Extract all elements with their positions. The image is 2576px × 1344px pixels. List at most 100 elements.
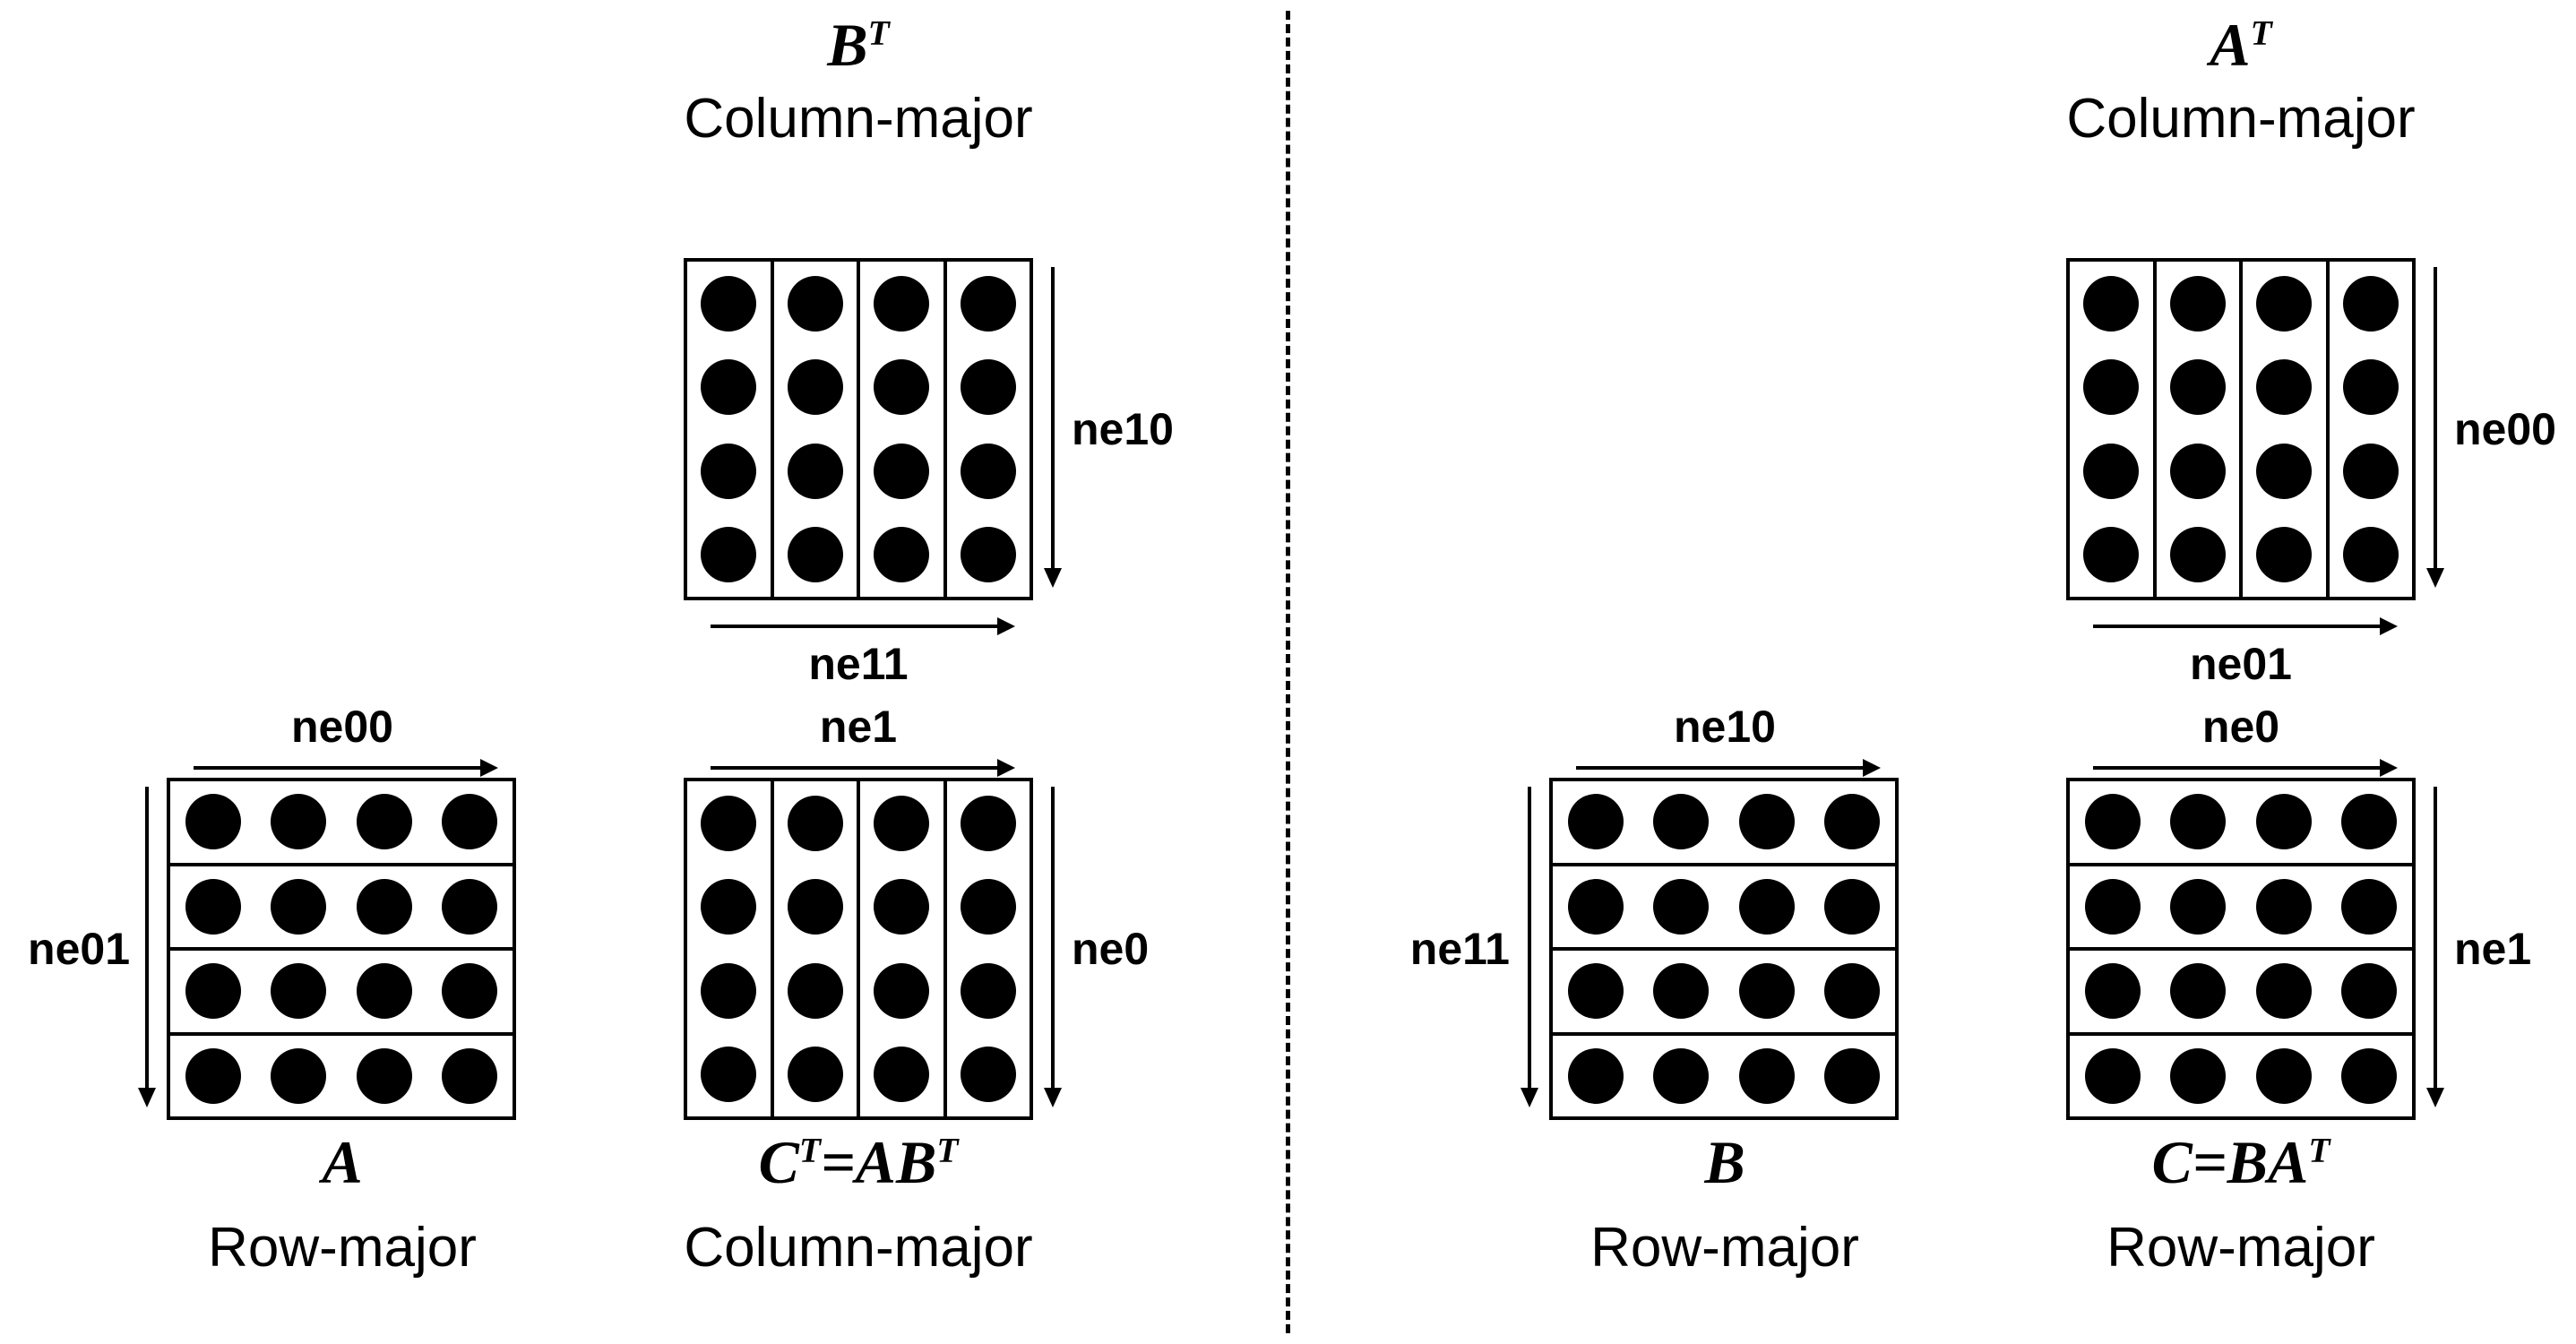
matrix-element-dot	[701, 962, 757, 1019]
matrix-element-dot	[1738, 1047, 1795, 1104]
matrix-element-dot	[2084, 1047, 2141, 1104]
matrix-element-dot	[2169, 527, 2226, 583]
arrow-down-icon	[1044, 267, 1062, 588]
matrix-strip	[170, 866, 513, 951]
matrix-element-dot	[1824, 794, 1881, 850]
matrix-element-dot	[2170, 878, 2227, 935]
matrix-element-dot	[874, 795, 930, 851]
matrix-strip	[1553, 1036, 1895, 1117]
matrix-strip	[2070, 951, 2412, 1036]
matrix-strip	[860, 781, 947, 1116]
matrix-element-dot	[874, 1047, 930, 1103]
matrix-element-dot	[2084, 963, 2141, 1020]
matrix-element-dot	[701, 795, 757, 851]
matrix-element-dot	[787, 879, 843, 935]
matrix-element-dot	[874, 879, 930, 935]
matrix-strip	[2157, 262, 2243, 597]
panel-divider	[1286, 11, 1290, 1333]
matrix-a	[167, 778, 516, 1120]
matrix-strip	[2243, 262, 2330, 597]
dim-label-ne00: ne00	[291, 702, 393, 752]
dim-label-ne01-right: ne01	[2190, 639, 2292, 689]
matrix-strip	[2070, 781, 2412, 866]
matrix-element-dot	[787, 527, 843, 583]
matrix-strip	[687, 262, 774, 597]
matrix-element-dot	[1567, 878, 1624, 935]
matrix-strip	[2070, 262, 2157, 597]
matrix-element-dot	[2342, 359, 2399, 416]
matrix-element-dot	[271, 963, 327, 1020]
matrix-element-dot	[185, 794, 241, 850]
matrix-element-dot	[787, 1047, 843, 1103]
matrix-element-dot	[874, 359, 930, 416]
matrix-element-dot	[2255, 1047, 2312, 1104]
matrix-strip	[860, 262, 947, 597]
matrix-strip	[170, 1036, 513, 1117]
matrix-element-dot	[874, 275, 930, 332]
dim-label-ne11: ne11	[808, 639, 909, 689]
layout-label-c: Row-major	[2106, 1217, 2375, 1279]
matrix-strip	[774, 262, 860, 597]
arrow-down-icon	[2426, 787, 2444, 1107]
matrix-element-dot	[960, 795, 1016, 851]
matrix-element-dot	[960, 879, 1016, 935]
dim-label-ne10-right: ne10	[1674, 702, 1776, 752]
matrix-element-dot	[1567, 963, 1624, 1020]
matrix-element-dot	[2083, 359, 2140, 416]
matrix-element-dot	[2256, 275, 2313, 332]
matrix-element-dot	[1653, 1047, 1710, 1104]
dim-label-ne00-right: ne00	[2454, 404, 2556, 454]
matrix-element-dot	[1738, 878, 1795, 935]
matrix-element-dot	[874, 443, 930, 499]
matrix-element-dot	[960, 962, 1016, 1019]
matrix-element-dot	[2255, 794, 2312, 850]
layout-label-ct: Column-major	[684, 1217, 1033, 1279]
matrix-element-dot	[2255, 878, 2312, 935]
matrix-strip	[2070, 1036, 2412, 1117]
matrix-name-c: C=BAT	[2151, 1128, 2330, 1196]
matrix-element-dot	[356, 794, 412, 850]
matrix-element-dot	[787, 275, 843, 332]
layout-label-bt: Column-major	[684, 88, 1033, 150]
matrix-element-dot	[2341, 963, 2398, 1020]
matrix-element-dot	[960, 275, 1016, 332]
matrix-element-dot	[2342, 443, 2399, 499]
matrix-element-dot	[185, 963, 241, 1020]
matrix-strip	[1553, 781, 1895, 866]
matrix-element-dot	[787, 962, 843, 1019]
matrix-element-dot	[2084, 878, 2141, 935]
matrix-element-dot	[356, 878, 412, 935]
matrix-element-dot	[2083, 527, 2140, 583]
matrix-element-dot	[2342, 275, 2399, 332]
matrix-element-dot	[1824, 878, 1881, 935]
matrix-element-dot	[2341, 794, 2398, 850]
matrix-element-dot	[1567, 794, 1624, 850]
dim-label-ne0-right: ne0	[2201, 702, 2280, 752]
matrix-element-dot	[271, 1047, 327, 1104]
matrix-element-dot	[874, 962, 930, 1019]
matrix-strip	[947, 781, 1030, 1116]
matrix-element-dot	[787, 443, 843, 499]
matrix-element-dot	[2342, 527, 2399, 583]
matrix-ct	[684, 778, 1033, 1120]
matrix-element-dot	[2169, 275, 2226, 332]
arrow-down-icon	[138, 787, 156, 1107]
dim-label-ne01: ne01	[28, 924, 130, 974]
matrix-element-dot	[960, 527, 1016, 583]
matrix-name-b: B	[1704, 1128, 1745, 1196]
matrix-strip	[2330, 262, 2413, 597]
matrix-strip	[687, 781, 774, 1116]
matrix-element-dot	[787, 359, 843, 416]
arrow-down-icon	[1044, 787, 1062, 1107]
matrix-strip	[2070, 866, 2412, 951]
arrow-right-icon	[1576, 759, 1881, 777]
matrix-element-dot	[2170, 963, 2227, 1020]
matrix-name-bt: BT	[827, 11, 890, 79]
matrix-element-dot	[2084, 794, 2141, 850]
matrix-element-dot	[2341, 878, 2398, 935]
matrix-element-dot	[271, 878, 327, 935]
matrix-strip	[947, 262, 1030, 597]
arrow-right-icon	[711, 759, 1015, 777]
layout-label-at: Column-major	[2066, 88, 2416, 150]
